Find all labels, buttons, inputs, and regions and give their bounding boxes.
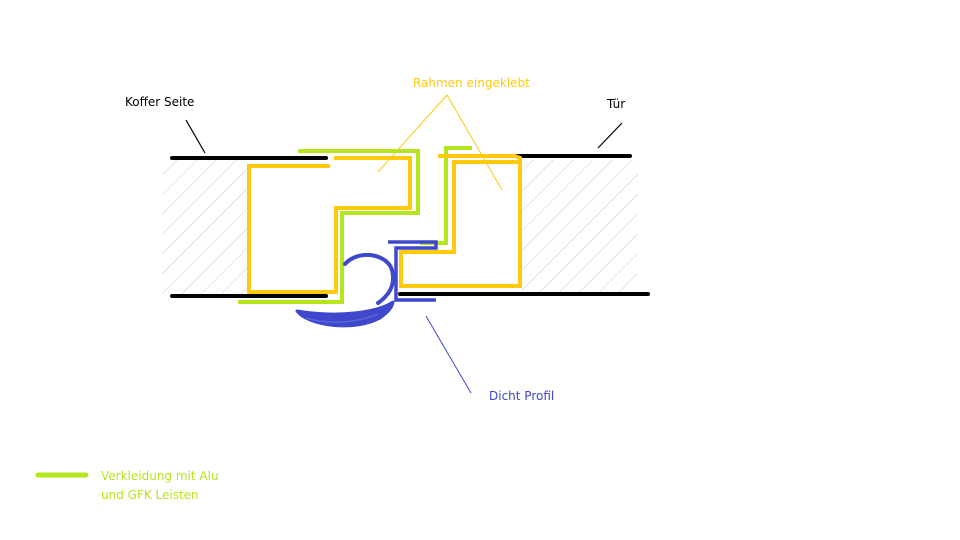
blue-seal-bracket — [388, 240, 438, 302]
rahmen-eingeklebt-label: Rahmen eingeklebt — [413, 76, 530, 90]
yellow-frame-right — [399, 154, 522, 288]
koffer-seite-leader — [185, 119, 206, 154]
green-cladding-left — [238, 149, 420, 304]
tuer-leader — [597, 122, 623, 149]
tuer-wall-hatch — [522, 160, 638, 294]
blue-seal-bulb — [295, 300, 395, 328]
dicht-profil-label: Dicht Profil — [489, 389, 555, 403]
legend-label-line2: und GFK Leisten — [101, 488, 199, 502]
legend-label-line1: Verkleidung mit Alu — [101, 469, 219, 483]
blue-seal-arc — [343, 252, 395, 305]
rahmen-leader-left — [377, 94, 448, 173]
rahmen-leader-right — [446, 94, 503, 191]
blue-seal-bulb-inner — [305, 313, 379, 323]
koffer-seite-label: Koffer Seite — [125, 95, 195, 109]
koffer-wall-hatch — [162, 160, 248, 294]
dicht-profil-leader — [425, 315, 472, 394]
yellow-frame-left — [247, 156, 412, 294]
tuer-label: Tür — [607, 97, 626, 111]
